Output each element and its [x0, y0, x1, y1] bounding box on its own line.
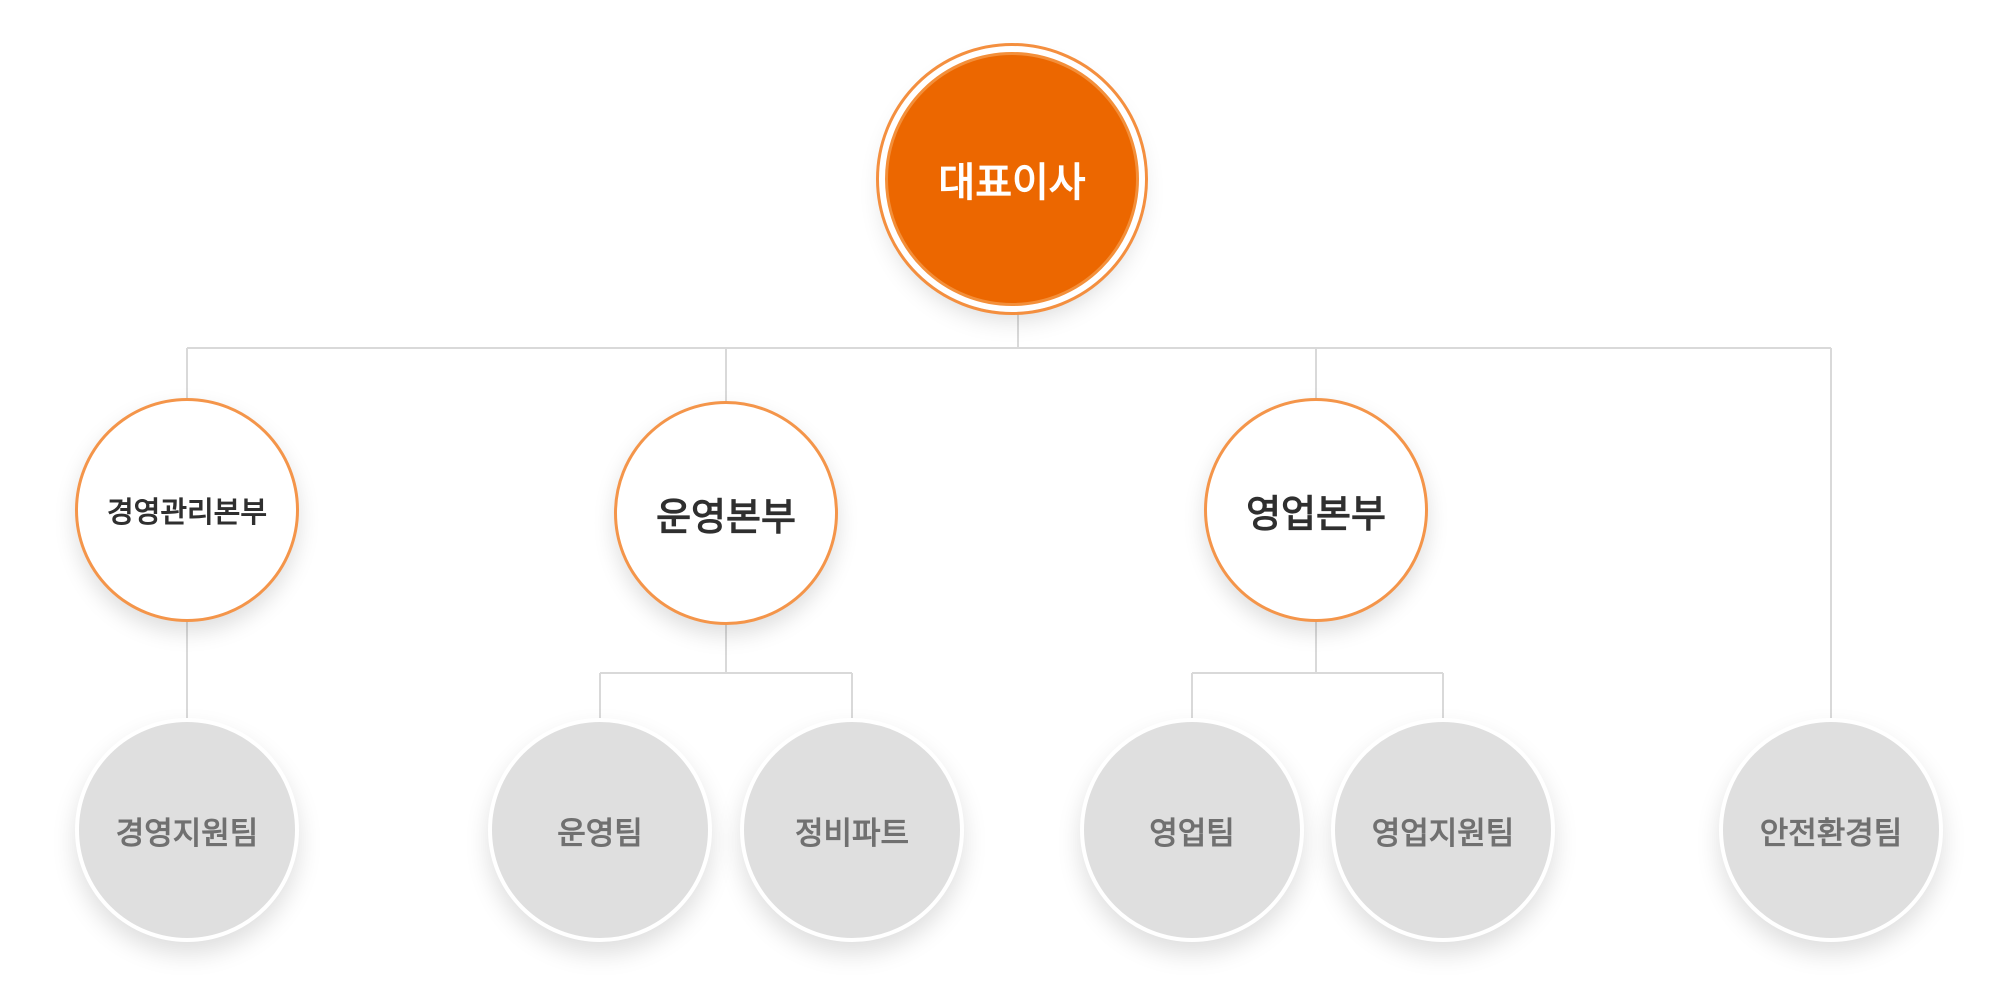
node-division-operations-label: 운영본부 — [656, 494, 796, 539]
node-division-management: 경영관리본부 — [75, 398, 299, 622]
node-team-maintenance-label: 정비파트 — [794, 815, 910, 852]
node-team-safety-environment-label: 안전환경팀 — [1759, 815, 1903, 852]
node-team-management-support-label: 경영지원팀 — [115, 815, 259, 852]
node-team-sales: 영업팀 — [1080, 718, 1304, 942]
node-ceo: 대표이사 — [876, 43, 1148, 315]
node-division-operations: 운영본부 — [614, 401, 838, 625]
node-team-sales-support: 영업지원팀 — [1331, 718, 1555, 942]
node-ceo-label: 대표이사 — [938, 160, 1086, 206]
node-team-operations: 운영팀 — [488, 718, 712, 942]
node-division-sales: 영업본부 — [1204, 398, 1428, 622]
node-team-maintenance: 정비파트 — [740, 718, 964, 942]
node-team-management-support: 경영지원팀 — [75, 718, 299, 942]
node-team-operations-label: 운영팀 — [557, 815, 643, 852]
node-team-sales-label: 영업팀 — [1149, 815, 1235, 852]
node-division-sales-label: 영업본부 — [1246, 491, 1386, 536]
node-team-safety-environment: 안전환경팀 — [1719, 718, 1943, 942]
node-division-management-label: 경영관리본부 — [106, 495, 268, 529]
node-team-sales-support-label: 영업지원팀 — [1371, 815, 1515, 852]
